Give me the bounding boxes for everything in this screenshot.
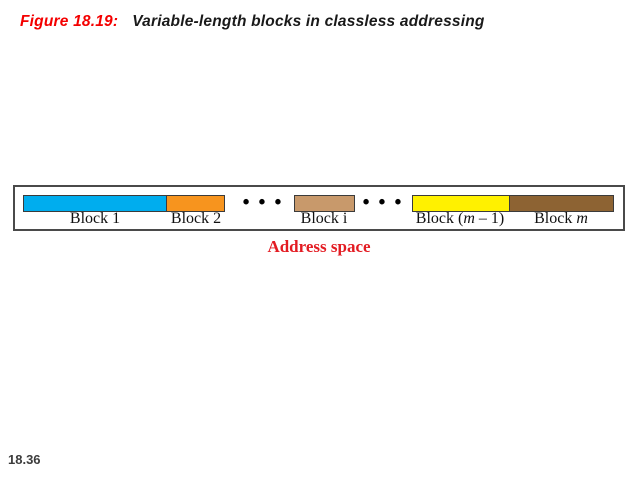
block-m-label-var: m [576,210,588,227]
block-i-label: Block i [301,210,348,228]
page-number: 18.36 [8,452,41,467]
block-m-minus-1-label: Block (m – 1) [416,210,504,228]
ellipsis-dots-right: • • • [362,192,402,213]
block-m-label: Block m [534,210,588,228]
figure-title-text: Variable-length blocks in classless addr… [132,13,485,30]
ellipsis-dots-left: • • • [242,192,282,213]
block-2-segment [166,195,225,212]
block-m-label-text: Block [534,210,577,227]
block-2-label: Block 2 [171,210,221,228]
block-1-label-text: Block 1 [69,210,121,227]
block-1-label: Block 1 [70,210,120,228]
slide-title: Figure 18.19: Variable-length blocks in c… [20,13,485,31]
block-m-minus-1-label-suffix: – 1) [474,210,505,227]
block-i-label-text: Block i [300,210,348,227]
block-m-minus-1-label-var: m [463,210,475,227]
address-space-caption: Address space [267,237,371,256]
block-2-label-text: Block 2 [170,210,222,227]
block-m-minus-1-label-text: Block ( [415,210,464,227]
figure-number-label: Figure 18.19: [20,13,119,30]
block-m-segment [509,195,614,212]
block-i-segment [294,195,355,212]
